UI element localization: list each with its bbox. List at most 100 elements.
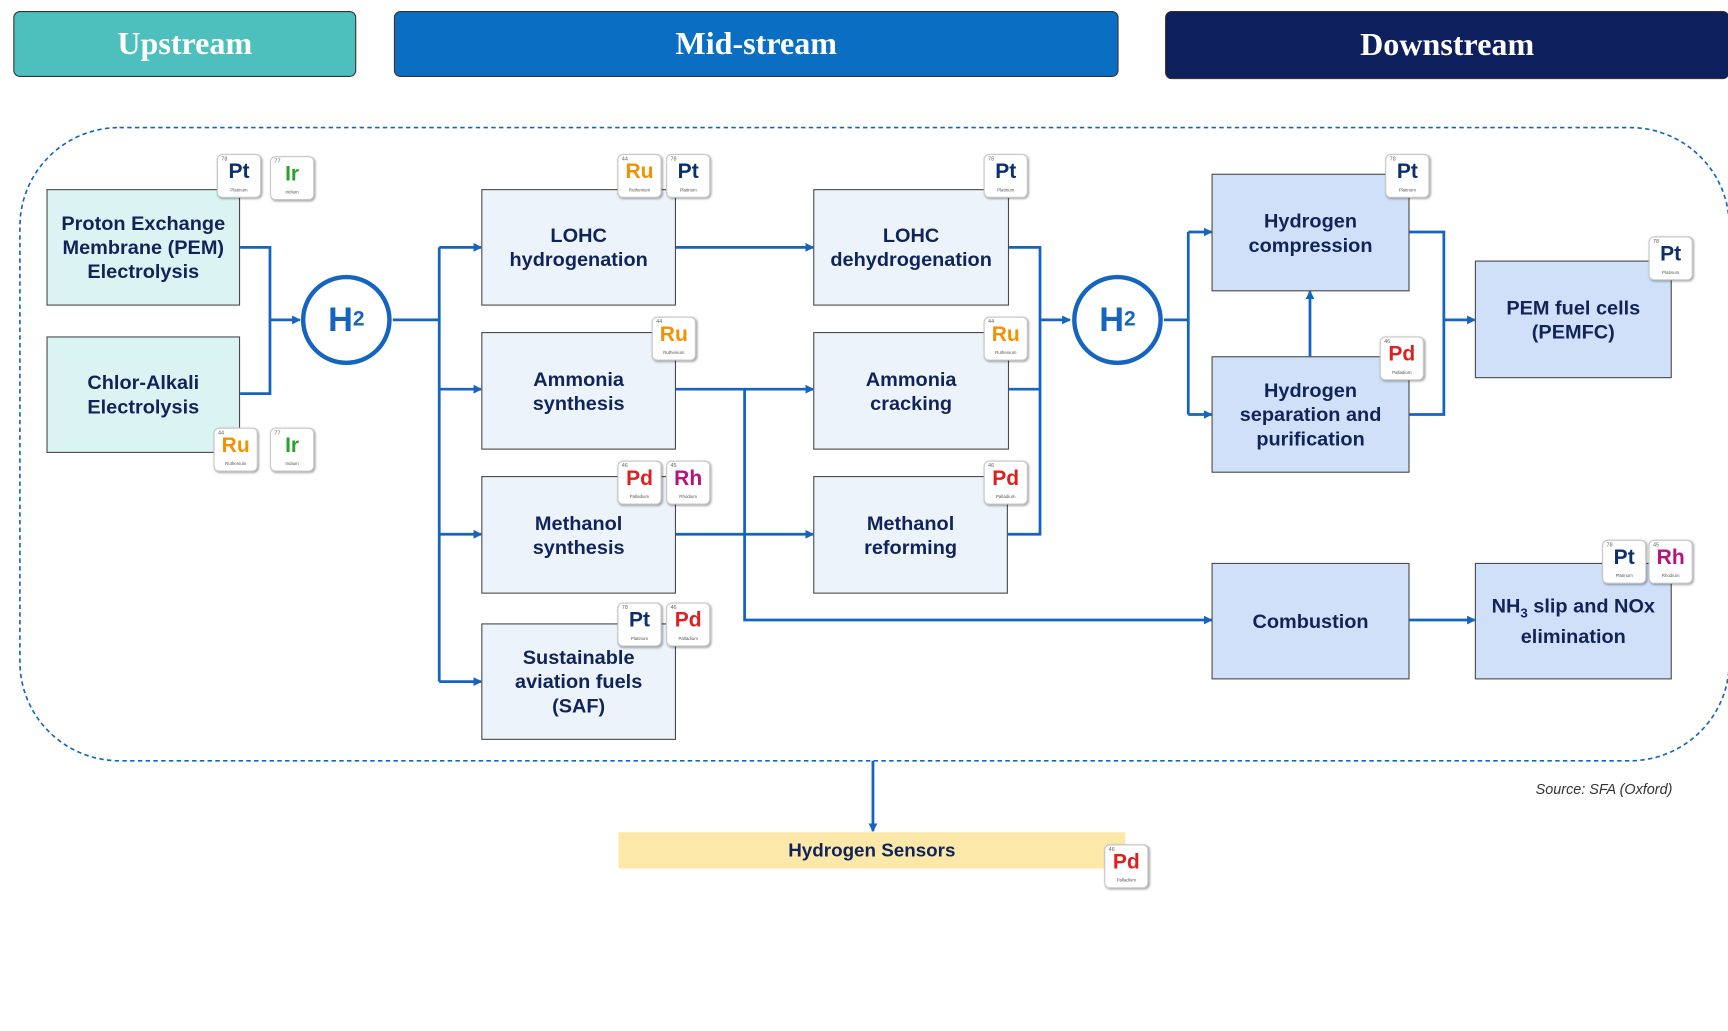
element-name: Platinum [679,186,697,193]
nh3-rest: slip and NOx [1527,594,1656,617]
ammonia-synthesis-label: Ammonia synthesis [532,367,625,414]
upstream-header-label: Upstream [117,25,253,62]
element-symbol: Pt [628,609,651,633]
upstream-merge-line [238,245,272,395]
chlor-alkali-label: Chlor-Alkali Electrolysis [87,371,200,418]
element-symbol: Ru [659,323,688,347]
midstream-boundary [19,126,1728,762]
combustion-box: Combustion [1211,562,1410,680]
h2-symbol: H [328,300,353,339]
element-symbol: Pd [992,467,1020,491]
lohc-dehydrogenation-label: LOHC dehydrogenation [830,224,992,271]
element-name: Ruthenium [628,186,651,193]
hydrogen-separation-box: Hydrogen separation and purification [1211,356,1410,473]
element-symbol: Ir [285,434,300,458]
element-name: Ruthenium [224,460,247,467]
pem-fuel-cells-box: PEM fuel cells (PEMFC) [1474,260,1672,379]
combustion-label: Combustion [1252,610,1369,633]
methanol-synthesis-label: Methanol synthesis [532,511,625,558]
ammonia-cracking-label: Ammonia cracking [865,367,957,414]
element-number: 78 [1389,156,1396,163]
element-symbol: Pt [677,160,699,184]
element-number: 46 [670,604,677,612]
chlor-alkali-box: Chlor-Alkali Electrolysis [46,336,241,453]
element-name: Palladium [1116,877,1137,883]
lohc-hydrogenation-box: LOHC hydrogenation [481,189,677,306]
element-number: 44 [621,156,628,163]
element-symbol: Pd [1388,343,1416,367]
element-name: Platinum [630,635,649,641]
element-number: 77 [274,158,281,165]
element-name: Platinum [230,186,248,193]
arrow-to-combustion [743,389,1213,625]
element-symbol: Pd [674,609,702,633]
element-name: Iridium [285,460,299,467]
element-number: 44 [988,318,995,326]
ammonia-synthesis-box: Ammonia synthesis [481,332,677,450]
element-number: 44 [217,429,225,437]
downstream-header: Downstream [1165,10,1728,80]
reconversion-merge-line [1007,245,1042,536]
element-number: 78 [988,156,995,163]
nh3-slip-label: NH3 slip and NOx elimination [1492,593,1655,649]
element-symbol: Pt [995,160,1017,184]
element-symbol: Ru [991,323,1020,347]
element-symbol: Ru [625,160,654,184]
hydrogen-sensors-box: Hydrogen Sensors [618,832,1126,869]
element-name: Palladium [629,493,650,500]
nh3-prefix: NH [1491,594,1521,617]
lohc-hydrogenation-label: LOHC hydrogenation [509,224,648,271]
pem-fuel-cells-label: PEM fuel cells (PEMFC) [1506,296,1641,343]
fuel-cell-merge-line [1408,230,1446,416]
nh3-line2: elimination [1520,625,1626,648]
hydrogen-compression-label: Hydrogen compression [1248,209,1373,256]
nh3-subscript: 3 [1520,604,1528,621]
element-name: Ruthenium [995,349,1017,356]
element-symbol: Rh [1656,546,1685,570]
element-symbol: Ru [221,434,250,458]
lohc-dehydrogenation-box: LOHC dehydrogenation [813,189,1010,306]
upstream-header: Upstream [13,10,357,77]
element-number: 46 [1384,338,1391,346]
pem-electrolysis-box: Proton Exchange Membrane (PEM) Electroly… [46,189,241,306]
saf-label: Sustainable aviation fuels (SAF) [515,646,643,717]
element-name: Palladium [1392,369,1412,375]
element-number: 45 [670,462,677,470]
element-name: Platinum [1615,572,1633,579]
midstream-header-label: Mid-stream [675,25,838,62]
element-number: 77 [274,429,281,437]
element-symbol: Pt [1660,242,1682,267]
element-symbol: Rh [674,467,703,491]
element-symbol: Pd [626,467,653,491]
pem-electrolysis-label: Proton Exchange Membrane (PEM) Electroly… [61,212,226,283]
element-name: Palladium [678,635,698,641]
element-number: 46 [1108,846,1115,854]
midstream-header: Mid-stream [393,10,1119,77]
element-symbol: Pd [1112,850,1140,875]
element-symbol: Pt [1396,160,1418,184]
element-name: Palladium [995,493,1016,500]
element-number: 78 [1652,238,1660,246]
element-number: 78 [670,156,677,163]
element-name: Ruthenium [663,349,685,356]
element-name: Platinum [997,186,1015,193]
element-symbol: Ir [285,162,300,186]
element-number: 46 [621,462,628,470]
